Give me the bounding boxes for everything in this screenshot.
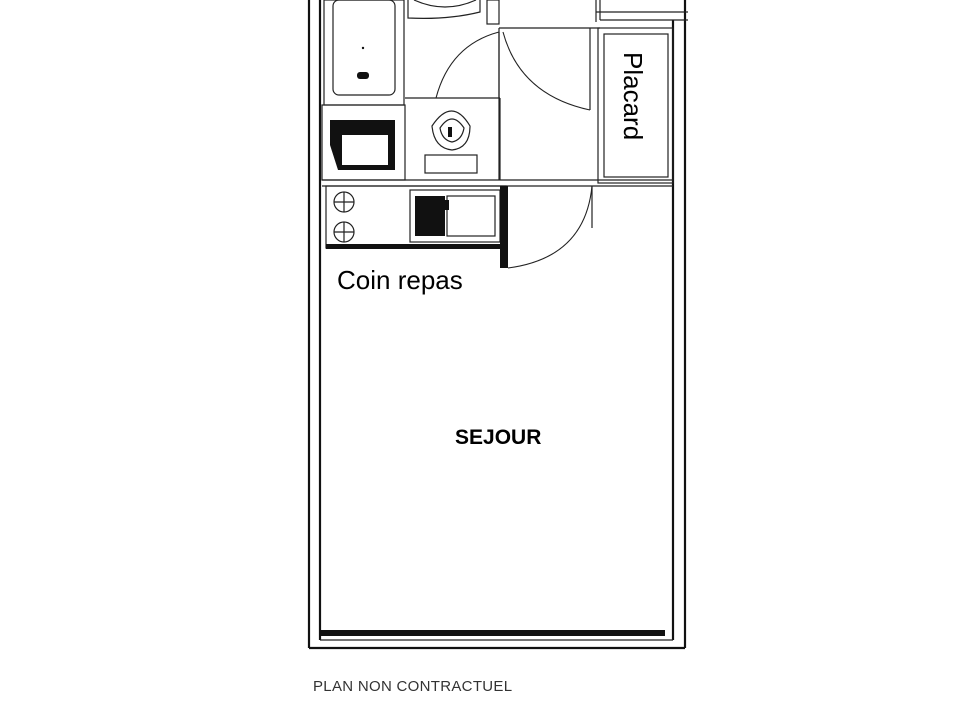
closet-label: Placard: [618, 52, 648, 140]
dining-label: Coin repas: [337, 265, 463, 295]
kitchen: [322, 179, 673, 269]
closet: Placard: [597, 27, 674, 184]
toilet: [405, 97, 501, 180]
disclaimer-text: PLAN NON CONTRACTUEL: [313, 678, 513, 695]
hob: [333, 191, 355, 243]
doors-top: [435, 0, 688, 180]
bathroom: [321, 0, 481, 181]
kitchen-sink: [409, 189, 501, 243]
window-top: [599, 0, 688, 21]
living-label: SEJOUR: [455, 426, 541, 449]
